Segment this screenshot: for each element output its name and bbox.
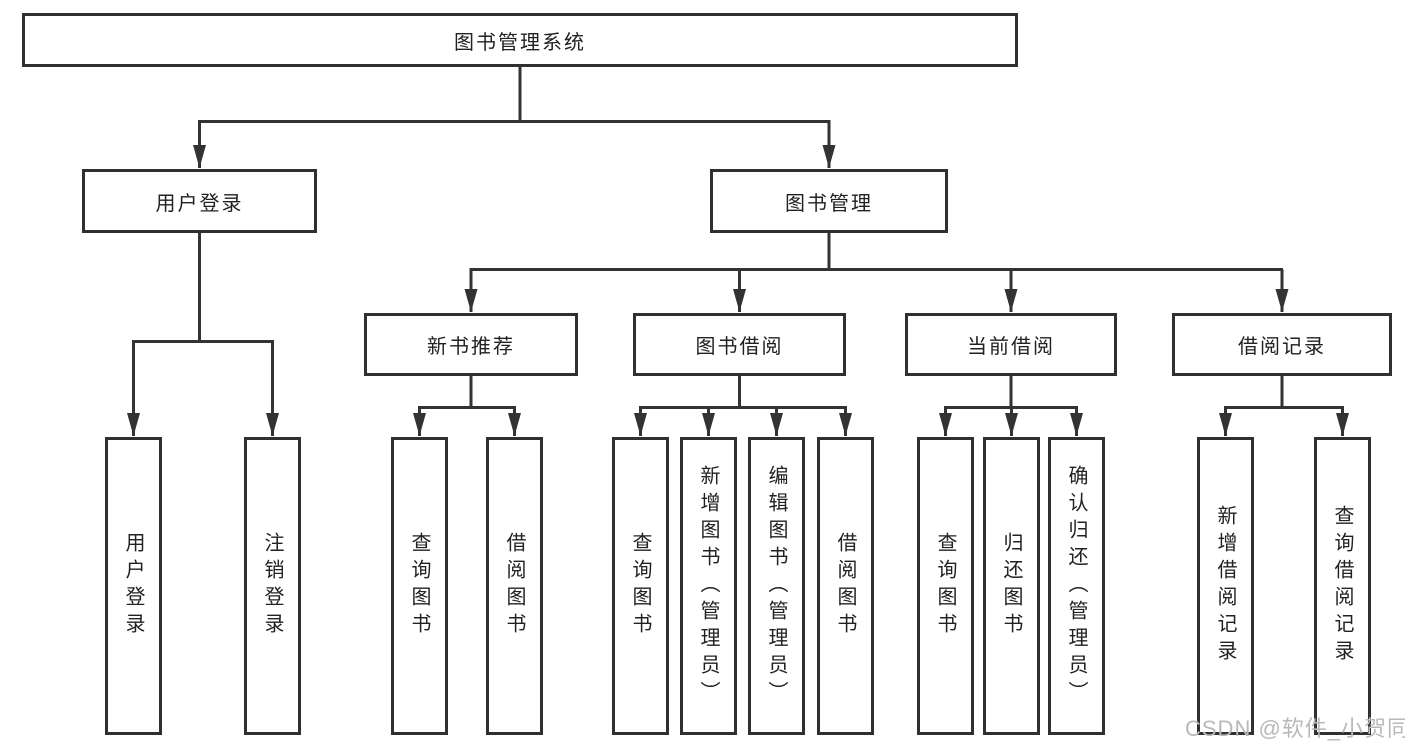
node-library-system: 图书管理系统 xyxy=(22,13,1018,67)
connector-trunks xyxy=(132,67,1344,409)
leaf-borrow-books-recommend: 借阅图书 xyxy=(486,437,543,735)
node-book-management: 图书管理 xyxy=(710,169,948,233)
leaf-user-login: 用户登录 xyxy=(105,437,162,735)
node-book-borrow: 图书借阅 xyxy=(633,313,846,376)
node-current-borrow: 当前借阅 xyxy=(905,313,1117,376)
node-new-book-recommend: 新书推荐 xyxy=(364,313,578,376)
leaf-add-book-admin: 新增图书（管理员） xyxy=(680,437,737,735)
leaf-query-borrow-record: 查询借阅记录 xyxy=(1314,437,1371,735)
leaf-return-book: 归还图书 xyxy=(983,437,1040,735)
leaf-query-books-current: 查询图书 xyxy=(917,437,974,735)
leaf-logout: 注销登录 xyxy=(244,437,301,735)
watermark: CSDN @软件_小贺同学 xyxy=(1185,716,1405,741)
node-user-login: 用户登录 xyxy=(82,169,317,233)
leaf-borrow-books: 借阅图书 xyxy=(817,437,874,735)
node-borrow-records: 借阅记录 xyxy=(1172,313,1392,376)
leaf-edit-book-admin: 编辑图书（管理员） xyxy=(748,437,805,735)
leaf-query-books-recommend: 查询图书 xyxy=(391,437,448,735)
leaf-add-borrow-record: 新增借阅记录 xyxy=(1197,437,1254,735)
leaf-query-books-borrow: 查询图书 xyxy=(612,437,669,735)
leaf-confirm-return-admin: 确认归还（管理员） xyxy=(1048,437,1105,735)
